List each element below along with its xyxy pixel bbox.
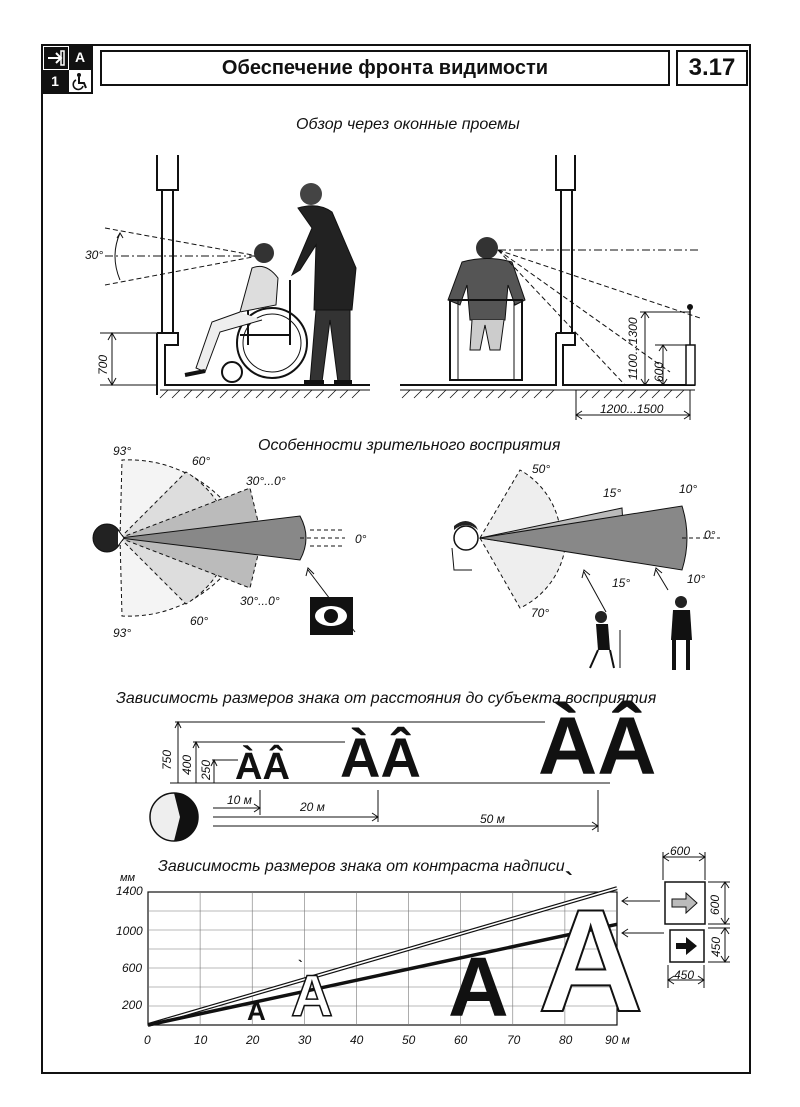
x-tick-50: 50 (402, 1033, 416, 1047)
sign-large: ÀÂ (538, 701, 657, 792)
angle-60-top: 60° (192, 454, 211, 468)
angle-10-bottom: 10° (687, 572, 706, 586)
chart-letter-60: A (448, 940, 509, 1034)
page-title: Обеспечение фронта видимости (221, 56, 549, 79)
series-line-2 (147, 922, 618, 1027)
x-tick-0: 0 (144, 1033, 151, 1047)
x-tick-60: 60 (454, 1033, 468, 1047)
sign-height-bottom: 450 (709, 936, 723, 957)
wheelchair-icon (69, 70, 91, 92)
title-box: Обеспечение фронта видимости (100, 50, 670, 86)
x-tick-10: 10 (194, 1033, 208, 1047)
chart-letter-80: A (537, 879, 644, 1042)
sign-width-bottom: 450 (674, 968, 695, 982)
chart-letter-30: A (290, 964, 333, 1029)
chart-accent-80: ` (565, 868, 573, 895)
section2-caption: Особенности зрительного восприятия (258, 437, 561, 454)
section3-caption: Зависимость размеров знака от расстояния… (116, 690, 657, 707)
sign-medium: ÀÂ (340, 726, 421, 789)
sign-width-top: 600 (670, 844, 691, 858)
section4-caption: Зависимость размеров знака от контраста … (158, 858, 565, 875)
y-unit-label: мм (120, 872, 136, 884)
x-tick-40: 40 (350, 1033, 364, 1047)
view-angle-label: 30° (85, 248, 104, 262)
page-frame (41, 44, 751, 1074)
angle-93-bottom: 93° (113, 626, 132, 640)
x-tick-70: 70 (507, 1033, 521, 1047)
angle-30-top: 30°...0° (246, 474, 286, 488)
angle-93-top: 93° (113, 444, 132, 458)
distance-label: 1200...1500 (600, 402, 664, 416)
angle-50: 50° (532, 462, 551, 476)
eye-icon (310, 597, 353, 635)
chart-accent-30: ` (298, 957, 303, 973)
angle-70: 70° (531, 606, 550, 620)
angle-0-right: 0° (704, 528, 716, 542)
y-tick-1400: 1400 (116, 884, 143, 898)
category-badge: A 1 (41, 44, 93, 94)
angle-30-bottom: 30°...0° (240, 594, 280, 608)
chart-letter-20: A (247, 996, 266, 1026)
x-tick-80: 80 (559, 1033, 573, 1047)
sign-small: ÀÂ (235, 746, 290, 788)
distance-20: 20 м (300, 800, 325, 814)
angle-15-top: 15° (603, 486, 622, 500)
angle-0-left: 0° (355, 532, 367, 546)
x-tick-90: 90 м (605, 1033, 630, 1047)
section-number: 3.17 (688, 54, 736, 81)
section-number-box: 3.17 (676, 50, 748, 86)
angle-60-bottom: 60° (190, 614, 209, 628)
sign-height-top: 600 (708, 894, 722, 915)
section1-caption: Обзор через оконные проемы (296, 116, 520, 133)
badge-letter: A (74, 49, 86, 65)
distance-10: 10 м (227, 793, 252, 807)
angle-15-bottom: 15° (612, 576, 631, 590)
y-tick-600: 600 (122, 961, 143, 975)
x-tick-30: 30 (298, 1033, 312, 1047)
x-tick-20: 20 (246, 1033, 260, 1047)
door-arrow-icon (43, 46, 69, 70)
distance-50: 50 м (480, 812, 505, 826)
badge-number: 1 (51, 73, 59, 89)
y-tick-1000: 1000 (116, 924, 143, 938)
angle-10-top: 10° (679, 482, 698, 496)
y-tick-200: 200 (122, 998, 143, 1012)
series-line-inner-1 (147, 887, 618, 1026)
